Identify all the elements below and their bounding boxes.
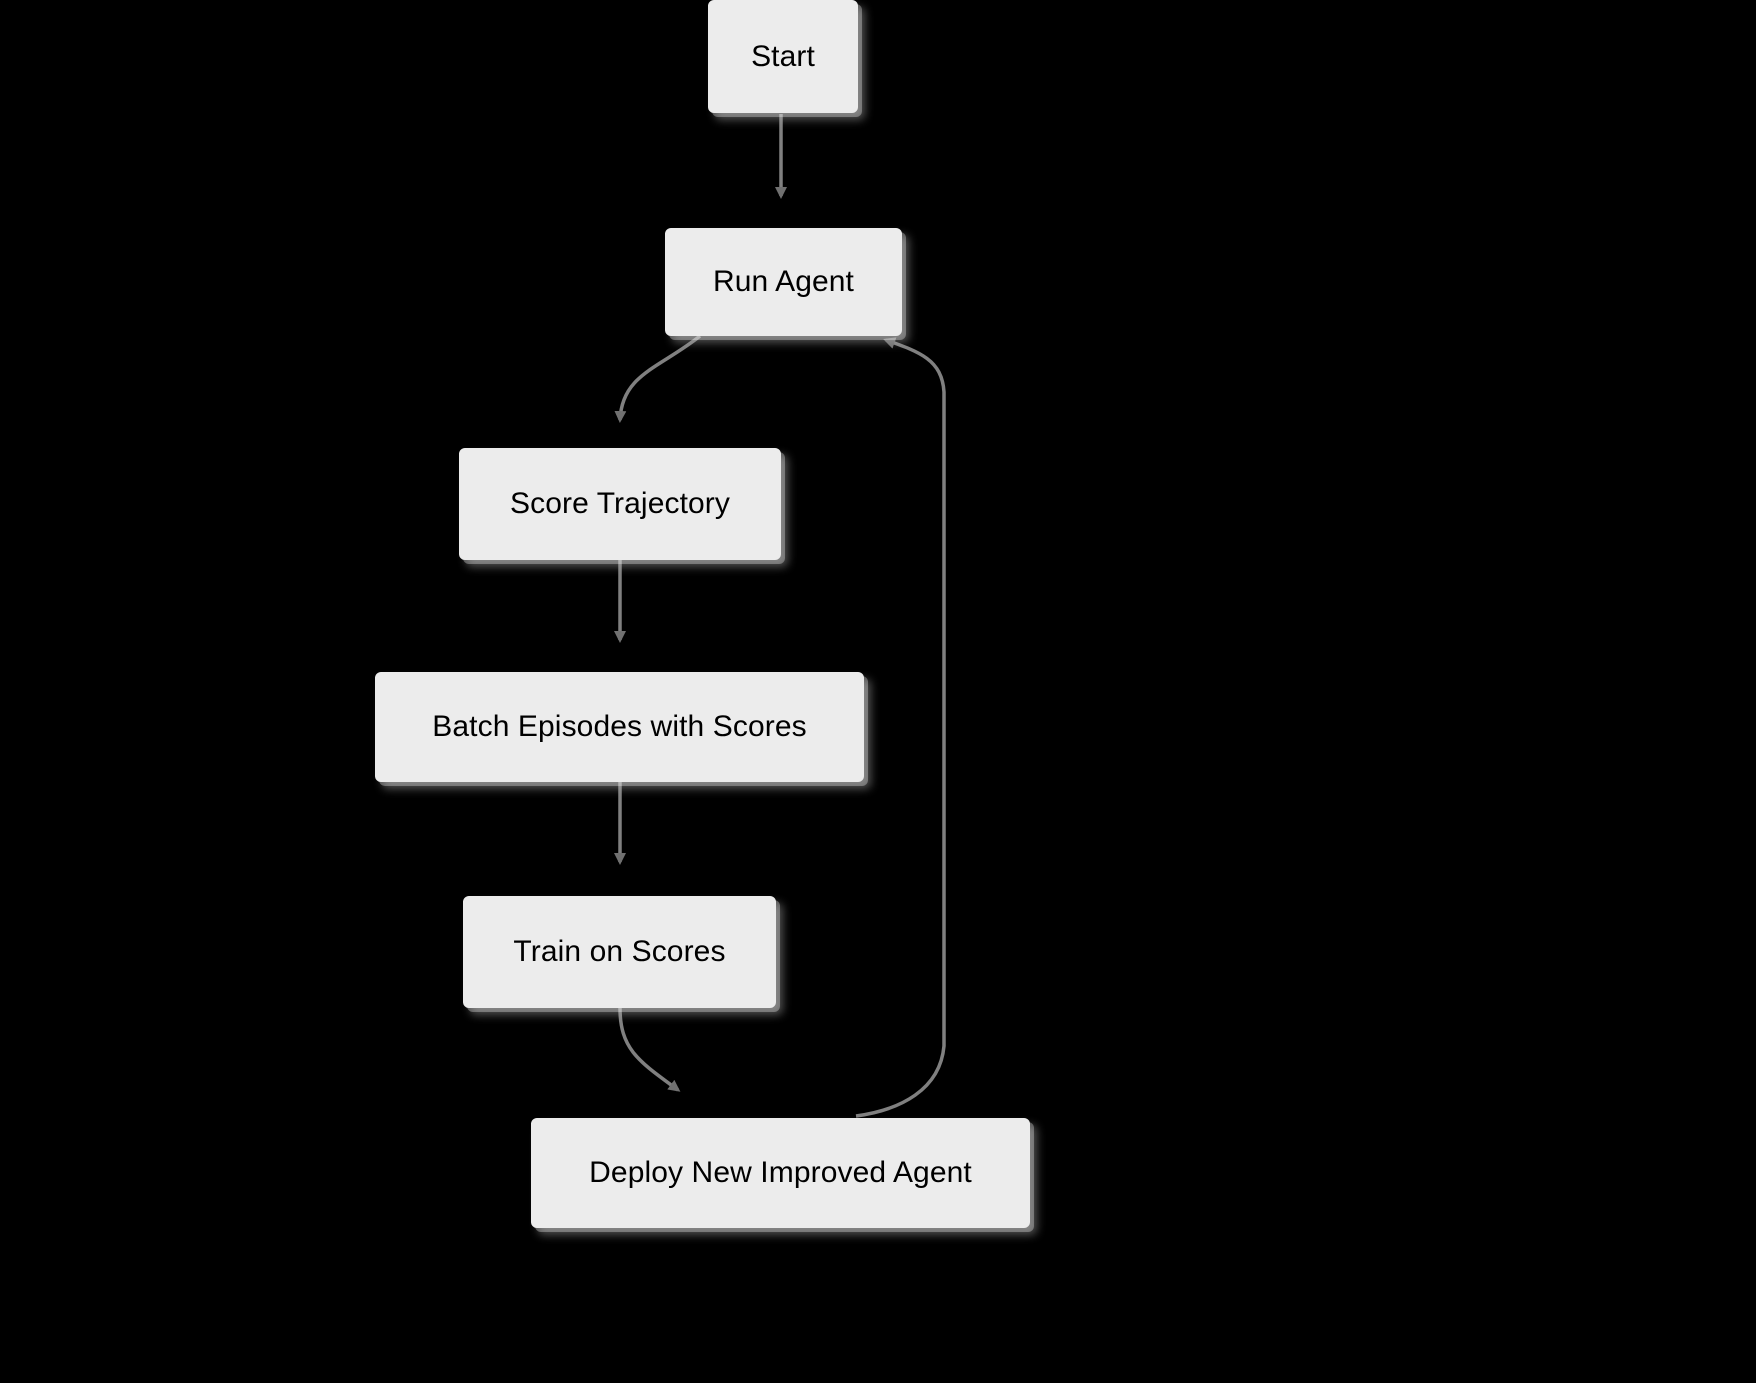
node-run-agent-label: Run Agent <box>712 265 854 298</box>
node-run-agent[interactable]: Run Agent <box>665 228 902 336</box>
edge-run-to-score <box>614 334 702 423</box>
node-batch-episodes-label: Batch Episodes with Scores <box>432 710 807 743</box>
edge-train-to-deploy <box>618 1007 681 1092</box>
node-deploy-agent-label: Deploy New Improved Agent <box>589 1156 972 1189</box>
node-score-trajectory[interactable]: Score Trajectory <box>459 448 781 560</box>
node-deploy-agent[interactable]: Deploy New Improved Agent <box>531 1118 1030 1228</box>
node-score-trajectory-label: Score Trajectory <box>509 487 730 520</box>
node-start-label: Start <box>751 39 815 73</box>
node-train-on-scores[interactable]: Train on Scores <box>463 896 776 1008</box>
node-batch-episodes[interactable]: Batch Episodes with Scores <box>375 672 864 782</box>
node-start[interactable]: Start <box>708 0 858 113</box>
edge-deploy-to-run <box>855 337 946 1118</box>
node-train-on-scores-label: Train on Scores <box>513 935 726 968</box>
